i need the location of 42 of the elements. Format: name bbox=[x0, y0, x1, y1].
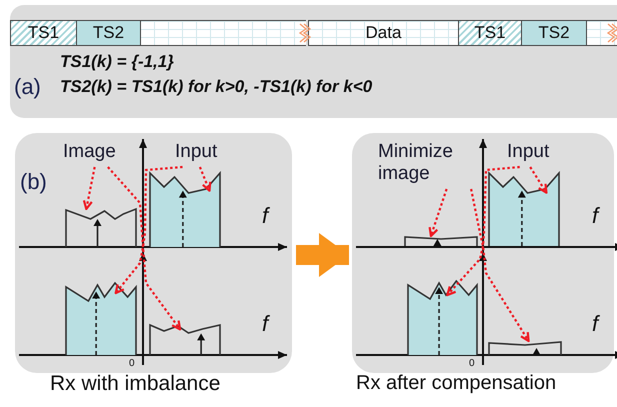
dotted-arrow bbox=[114, 166, 183, 294]
dotted-arrow bbox=[107, 166, 182, 330]
spectrum-block bbox=[150, 323, 220, 355]
equation: TS1(k) = {-1,1} bbox=[60, 52, 174, 72]
callout-label: Input bbox=[175, 141, 233, 163]
spectrum-block bbox=[66, 283, 136, 355]
origin-label: 0 bbox=[129, 358, 135, 369]
axis-label: f bbox=[262, 311, 268, 337]
callout-label: Image bbox=[63, 141, 129, 163]
frame-segment: TS1 bbox=[10, 20, 76, 46]
frame-segment bbox=[586, 20, 617, 46]
dotted-arrow bbox=[198, 166, 212, 192]
spectrum-panel bbox=[352, 133, 614, 373]
spectrum-block bbox=[405, 236, 477, 246]
frame-segment: TS2 bbox=[76, 20, 140, 46]
axis-label: f bbox=[592, 203, 598, 229]
frame-segment: TS1 bbox=[458, 20, 521, 46]
callout-label: Input bbox=[507, 141, 565, 163]
block-arrow bbox=[296, 233, 349, 277]
spectrum-block bbox=[66, 207, 136, 247]
spectrum-block bbox=[150, 173, 220, 247]
frame-segment bbox=[140, 20, 306, 46]
dotted-arrow bbox=[529, 166, 548, 194]
callout-label: Minimize image bbox=[378, 141, 476, 185]
panel-caption: Rx with imbalance bbox=[50, 372, 220, 396]
axis-label: f bbox=[262, 203, 268, 229]
spectrum-block bbox=[489, 341, 561, 355]
dotted-arrow bbox=[428, 188, 448, 238]
dotted-arrow bbox=[82, 166, 96, 210]
panel-caption: Rx after compensation bbox=[356, 372, 556, 395]
spectrum-panel bbox=[15, 133, 292, 373]
spectrum-block bbox=[408, 281, 477, 355]
panel-tag: (a) bbox=[14, 74, 41, 100]
equation: TS2(k) = TS1(k) for k>0, -TS1(k) for k<0 bbox=[60, 77, 372, 97]
axis-label: f bbox=[592, 311, 598, 337]
panel-tag: (b) bbox=[20, 169, 47, 195]
dotted-arrow bbox=[446, 166, 520, 296]
dotted-arrow bbox=[470, 188, 530, 342]
spectrum-block bbox=[489, 173, 559, 246]
frame-segment: TS2 bbox=[521, 20, 586, 46]
frame-segment: Data bbox=[308, 20, 458, 46]
origin-label: 0 bbox=[469, 358, 475, 369]
